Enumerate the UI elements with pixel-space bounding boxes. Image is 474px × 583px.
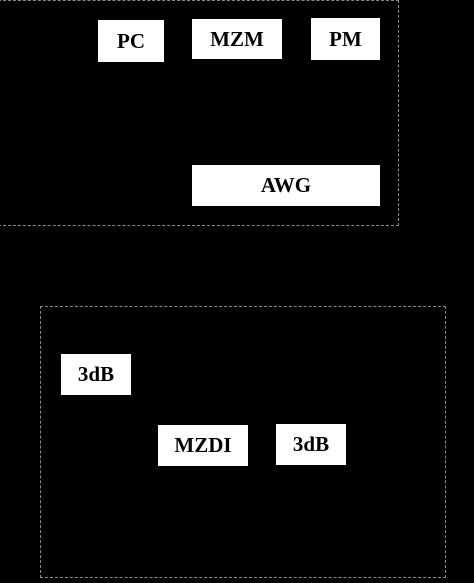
pc-label: PC (117, 28, 145, 53)
pm-label: PM (329, 26, 362, 51)
coupler-3db-block-2: 3dB (276, 424, 346, 465)
coupler-3db-label-2: 3dB (292, 432, 330, 456)
awg-label: AWG (260, 173, 312, 197)
awg-block: AWG (192, 165, 380, 206)
coupler-3db-label-1: 3dB (77, 362, 115, 386)
coupler-3db-block-1: 3dB (61, 354, 131, 395)
mzdi-block: MZDI (158, 425, 248, 466)
pm-block: PM (311, 18, 380, 60)
mzm-block: MZM (192, 19, 282, 59)
pc-block: PC (98, 20, 164, 62)
transmitter-group-box (0, 0, 399, 226)
mzdi-label: MZDI (174, 433, 232, 457)
mzm-label: MZM (210, 26, 264, 51)
receiver-group-box (40, 306, 446, 578)
